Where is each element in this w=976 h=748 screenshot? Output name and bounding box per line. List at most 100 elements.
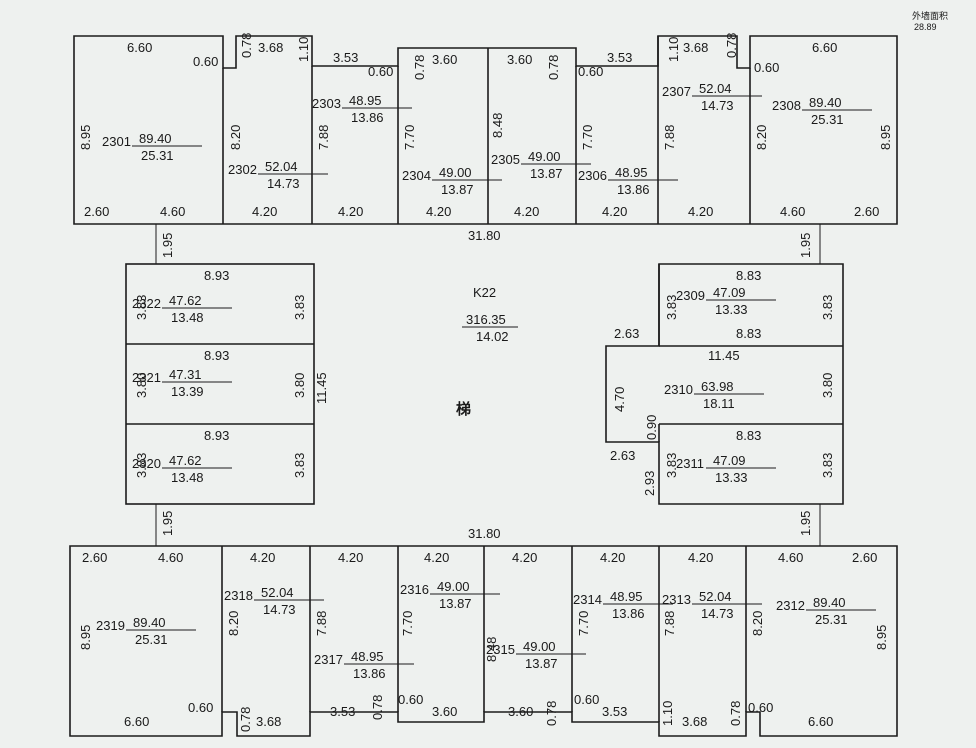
dimension-label: 2.60 [852, 550, 877, 565]
dimension-label: 4.60 [778, 550, 803, 565]
dimension-label: 3.83 [134, 295, 149, 320]
core-area-total: 316.35 [466, 312, 506, 327]
room-id-2312: 2312 [776, 598, 805, 613]
dimension-label: 0.78 [546, 55, 561, 80]
dimension-label: 0.90 [644, 415, 659, 440]
room-id-2316: 2316 [400, 582, 429, 597]
room-id-2301: 2301 [102, 134, 131, 149]
dimension-label: 1.95 [160, 233, 175, 258]
dimension-label: 4.20 [688, 550, 713, 565]
room-id-2320: 2320 [132, 456, 161, 471]
room-total-2305: 49.00 [528, 149, 561, 164]
room-total-2304: 49.00 [439, 165, 472, 180]
room-shared-2313: 14.73 [701, 606, 734, 621]
dimension-label: 3.83 [820, 295, 835, 320]
room-shared-2311: 13.33 [715, 470, 748, 485]
dimension-label: 8.20 [750, 611, 765, 636]
dimension-label: 0.60 [748, 700, 773, 715]
dimension-label: 4.20 [426, 204, 451, 219]
dimension-label: 1.95 [798, 511, 813, 536]
room-total-2314: 48.95 [610, 589, 643, 604]
room-id-2313: 2313 [662, 592, 691, 607]
dimension-label: 3.68 [683, 40, 708, 55]
room-shared-2306: 13.86 [617, 182, 650, 197]
bottom-block-partitions [221, 546, 747, 722]
dimension-label: 8.93 [204, 268, 229, 283]
dimension-label: 6.60 [124, 714, 149, 729]
dimension-label: 4.20 [512, 550, 537, 565]
dimension-label: 4.20 [338, 204, 363, 219]
room-shared-2318: 14.73 [263, 602, 296, 617]
dimension-label: 8.48 [484, 637, 499, 662]
room-id-2303: 2303 [312, 96, 341, 111]
dimension-label: 8.95 [878, 125, 893, 150]
room-id-2309: 2309 [676, 288, 705, 303]
dimension-label: 7.70 [576, 611, 591, 636]
dimension-label: 2.63 [610, 448, 635, 463]
dimension-label: 0.78 [370, 695, 385, 720]
dimension-label: 11.45 [708, 348, 740, 363]
dimension-label: 3.83 [134, 453, 149, 478]
dimension-label: 0.60 [368, 64, 393, 79]
dimension-label: 3.53 [607, 50, 632, 65]
dimension-label: 3.60 [432, 704, 457, 719]
dimension-label: 3.80 [134, 373, 149, 398]
dimension-label: 6.60 [812, 40, 837, 55]
room-id-2304: 2304 [402, 168, 431, 183]
dimension-label: 1.95 [160, 511, 175, 536]
dimension-label: 3.60 [507, 52, 532, 67]
room-id-2308: 2308 [772, 98, 801, 113]
dimension-label: 8.20 [228, 125, 243, 150]
dimension-label: 3.80 [820, 373, 835, 398]
dimension-label: 4.20 [252, 204, 277, 219]
room-id-2311: 2311 [676, 456, 704, 471]
dimension-label: 0.78 [239, 33, 254, 58]
dimension-label: 6.60 [808, 714, 833, 729]
room-shared-2308: 25.31 [811, 112, 844, 127]
dimension-label: 0.78 [412, 55, 427, 80]
room-id-2305: 2305 [491, 152, 520, 167]
dimension-label: 1.10 [660, 701, 675, 726]
dimension-label: 4.20 [424, 550, 449, 565]
dimension-label: 2.60 [82, 550, 107, 565]
top-block-partitions [222, 36, 751, 224]
room-shared-2305: 13.87 [530, 166, 563, 181]
room-total-2316: 49.00 [437, 579, 470, 594]
dimension-label: 4.20 [250, 550, 275, 565]
room-id-2317: 2317 [314, 652, 343, 667]
room-id-2321: 2321 [132, 370, 161, 385]
room-shared-2316: 13.87 [439, 596, 472, 611]
room-shared-2321: 13.39 [171, 384, 204, 399]
dimension-label: 3.68 [258, 40, 283, 55]
dimension-label: 1.95 [798, 233, 813, 258]
room-id-2322: 2322 [132, 296, 161, 311]
core-name: K22 [473, 285, 496, 300]
room-total-2310: 63.98 [701, 379, 734, 394]
dimension-label: 1.10 [666, 37, 681, 62]
dimension-label: 8.83 [736, 326, 761, 341]
dimension-label: 8.20 [754, 125, 769, 150]
stair-label: 梯 [456, 400, 471, 418]
room-total-2302: 52.04 [265, 159, 298, 174]
top-block-outline [73, 35, 898, 225]
dimension-label: 4.20 [514, 204, 539, 219]
room-id-2307: 2307 [662, 84, 691, 99]
dimension-label: 3.83 [664, 453, 679, 478]
dimension-label: 8.95 [874, 625, 889, 650]
room-shared-2320: 13.48 [171, 470, 204, 485]
dimension-label: 3.83 [664, 295, 679, 320]
dimension-label: 3.53 [330, 704, 355, 719]
room-shared-2304: 13.87 [441, 182, 474, 197]
room-total-2303: 48.95 [349, 93, 382, 108]
dimension-label: 31.80 [468, 228, 501, 243]
dimension-label: 8.83 [736, 428, 761, 443]
dimension-label: 7.70 [400, 611, 415, 636]
dimension-label: 7.88 [662, 125, 677, 150]
room-shared-2317: 13.86 [353, 666, 386, 681]
dimension-label: 4.60 [158, 550, 183, 565]
dimension-label: 8.48 [490, 113, 505, 138]
dimension-label: 0.78 [238, 707, 253, 732]
dimension-label: 7.88 [316, 125, 331, 150]
room-id-2306: 2306 [578, 168, 607, 183]
